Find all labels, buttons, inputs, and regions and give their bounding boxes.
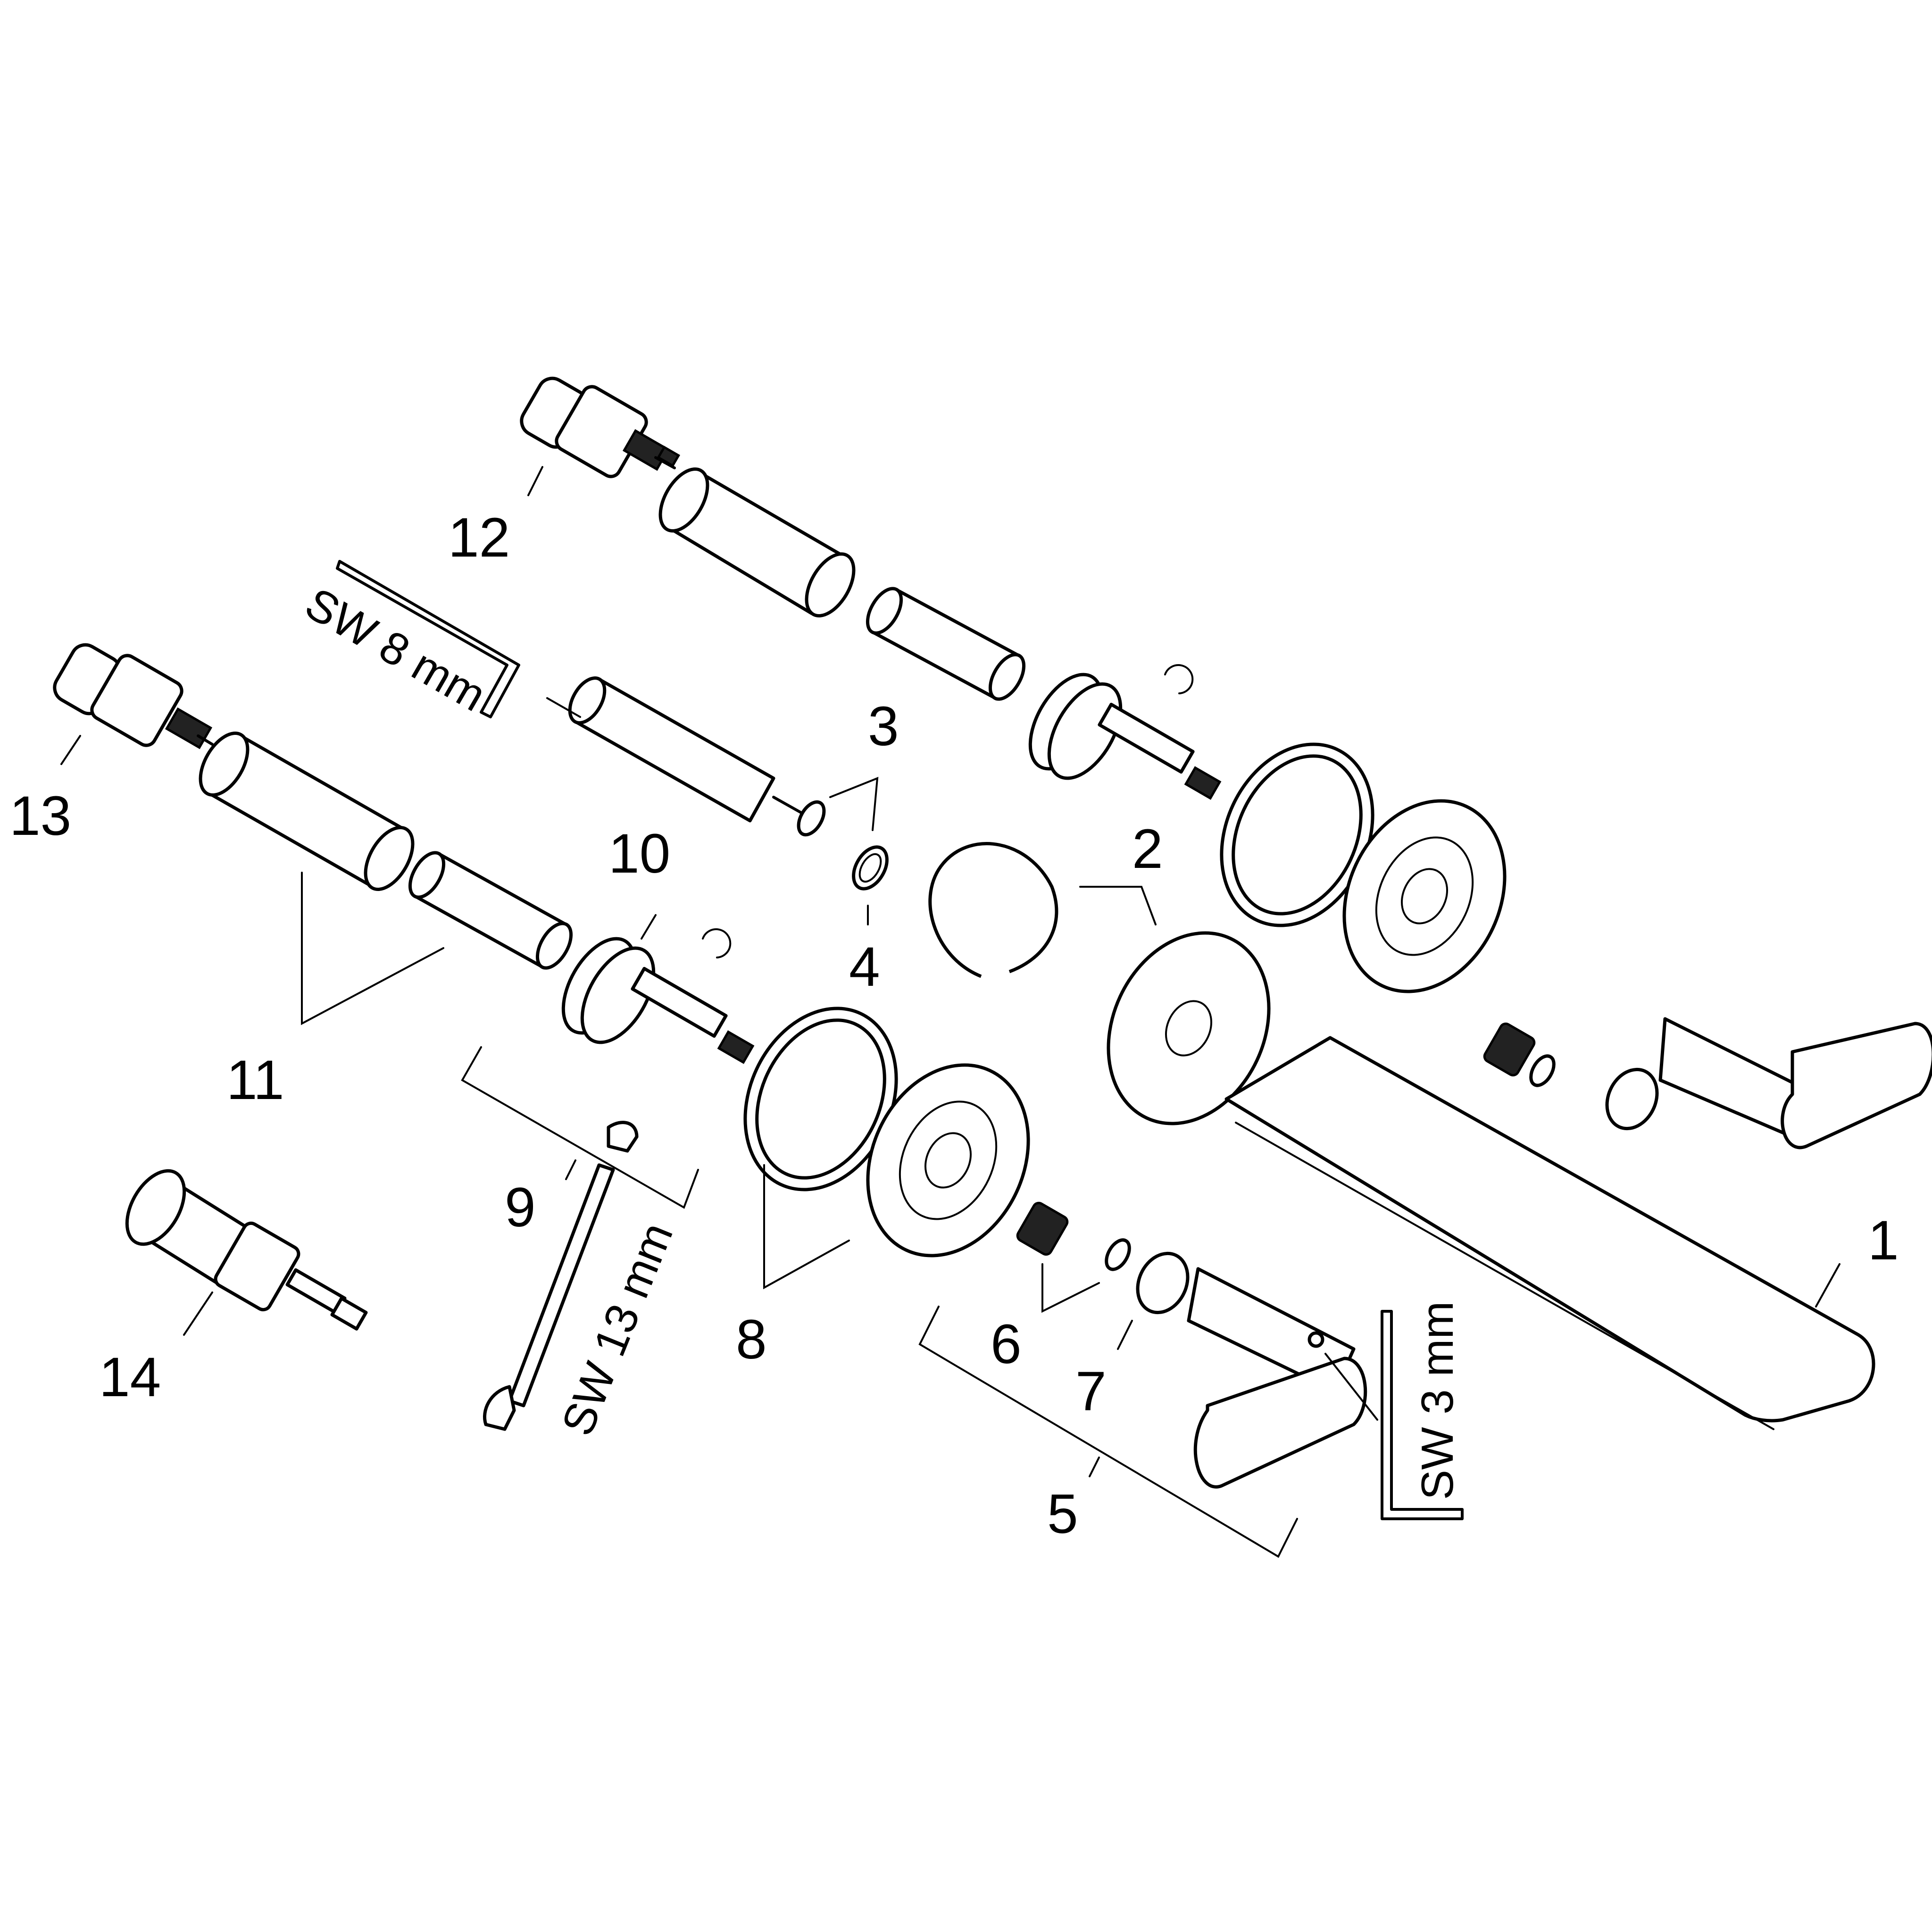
spindle-flange-lower xyxy=(561,928,755,1064)
hex-key-8mm xyxy=(336,560,520,718)
label-hex-key-8mm: SW 8 mm xyxy=(297,578,494,721)
retaining-ring xyxy=(928,842,1058,978)
callout-14: 14 xyxy=(99,1346,161,1408)
escutcheon-center xyxy=(1107,931,1271,1125)
extension-sleeve-lower xyxy=(199,732,573,970)
callout-10: 10 xyxy=(608,823,670,885)
handle-lower xyxy=(1187,1267,1367,1489)
callout-8: 8 xyxy=(736,1308,767,1371)
spout-plate xyxy=(1224,1036,1875,1430)
o-ring-small xyxy=(852,845,889,891)
extension-sleeve-upper xyxy=(658,467,1026,701)
cartridge-lower xyxy=(53,643,214,749)
callout-11: 11 xyxy=(226,1049,284,1111)
extension-sleeve-middle xyxy=(568,676,826,837)
callout-9: 9 xyxy=(505,1176,536,1239)
callout-12: 12 xyxy=(448,507,510,569)
installation-tool xyxy=(125,1169,368,1331)
callout-4: 4 xyxy=(849,936,880,998)
adapter-lower xyxy=(1016,1201,1190,1315)
callout-3: 3 xyxy=(868,695,899,758)
escutcheon-lower xyxy=(866,1063,1030,1257)
escutcheon-upper xyxy=(1342,799,1507,993)
callout-2: 2 xyxy=(1132,818,1163,880)
callout-1: 1 xyxy=(1868,1209,1899,1272)
adapter-upper xyxy=(1483,1022,1659,1131)
seal-ring-lower xyxy=(743,1007,898,1191)
open-wrench-13mm xyxy=(483,1121,639,1431)
hex-key-3mm xyxy=(1381,1310,1464,1520)
label-hex-key-3mm: SW 3 mm xyxy=(1412,1301,1463,1500)
callout-5: 5 xyxy=(1047,1483,1078,1545)
seal-ring-upper xyxy=(1220,742,1374,927)
callout-13: 13 xyxy=(9,785,71,847)
callout-7: 7 xyxy=(1075,1360,1107,1423)
handle-upper xyxy=(1658,1017,1932,1149)
callout-6: 6 xyxy=(991,1313,1022,1375)
spindle-flange-upper xyxy=(1028,664,1222,800)
leader-lines xyxy=(60,466,1840,1558)
cartridge-upper xyxy=(520,376,681,478)
